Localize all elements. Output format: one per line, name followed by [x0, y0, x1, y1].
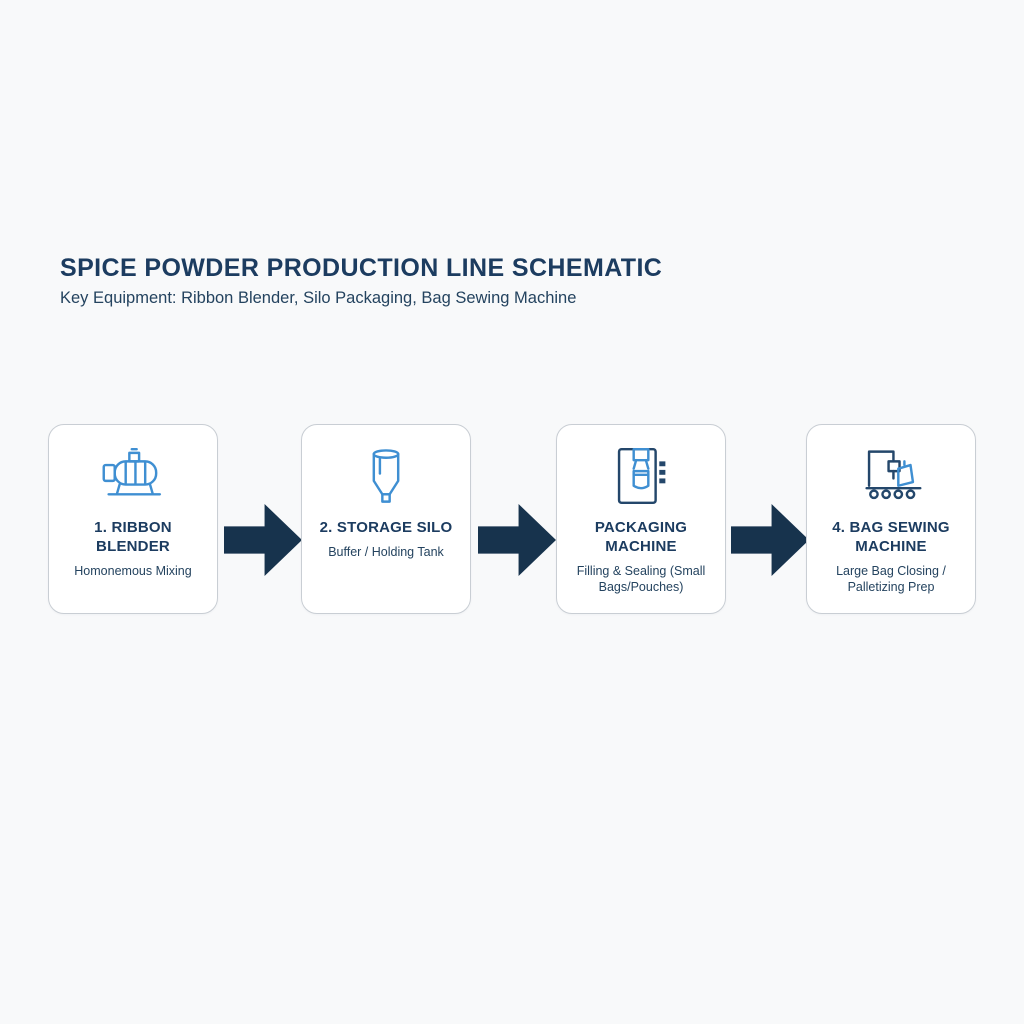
page-title: SPICE POWDER PRODUCTION LINE SCHEMATIC	[60, 254, 663, 282]
step-subtitle: Large Bag Closing / Palletizing Prep	[836, 563, 946, 594]
step-title: PACKAGING MACHINE	[594, 519, 688, 555]
step-card-storage-silo: 2. STORAGE SILO Buffer / Holding Tank	[301, 424, 471, 614]
step-card-bag-sewing-machine: 4. BAG SEWING MACHINE Large Bag Closing …	[806, 424, 976, 614]
flow-arrow-1	[224, 504, 302, 576]
step-title: 2. STORAGE SILO	[319, 519, 453, 536]
storage-silo-icon	[347, 437, 425, 515]
step-title: 4. BAG SEWING MACHINE	[832, 519, 950, 555]
step-subtitle: Homonemous Mixing	[74, 563, 192, 578]
ribbon-blender-icon	[94, 437, 172, 515]
page-subtitle: Key Equipment: Ribbon Blender, Silo Pack…	[60, 289, 577, 307]
flow-arrow-3	[731, 504, 809, 576]
packaging-machine-icon	[602, 437, 680, 515]
bag-sewing-machine-icon	[852, 437, 930, 515]
step-subtitle: Filling & Sealing (Small Bags/Pouches)	[576, 563, 706, 594]
step-card-ribbon-blender: 1. RIBBON BLENDER Homonemous Mixing	[48, 424, 218, 614]
step-card-packaging-machine: PACKAGING MACHINE Filling & Sealing (Sma…	[556, 424, 726, 614]
flow-arrow-2	[478, 504, 556, 576]
step-subtitle: Buffer / Holding Tank	[328, 544, 444, 559]
step-title: 1. RIBBON BLENDER	[94, 519, 172, 555]
